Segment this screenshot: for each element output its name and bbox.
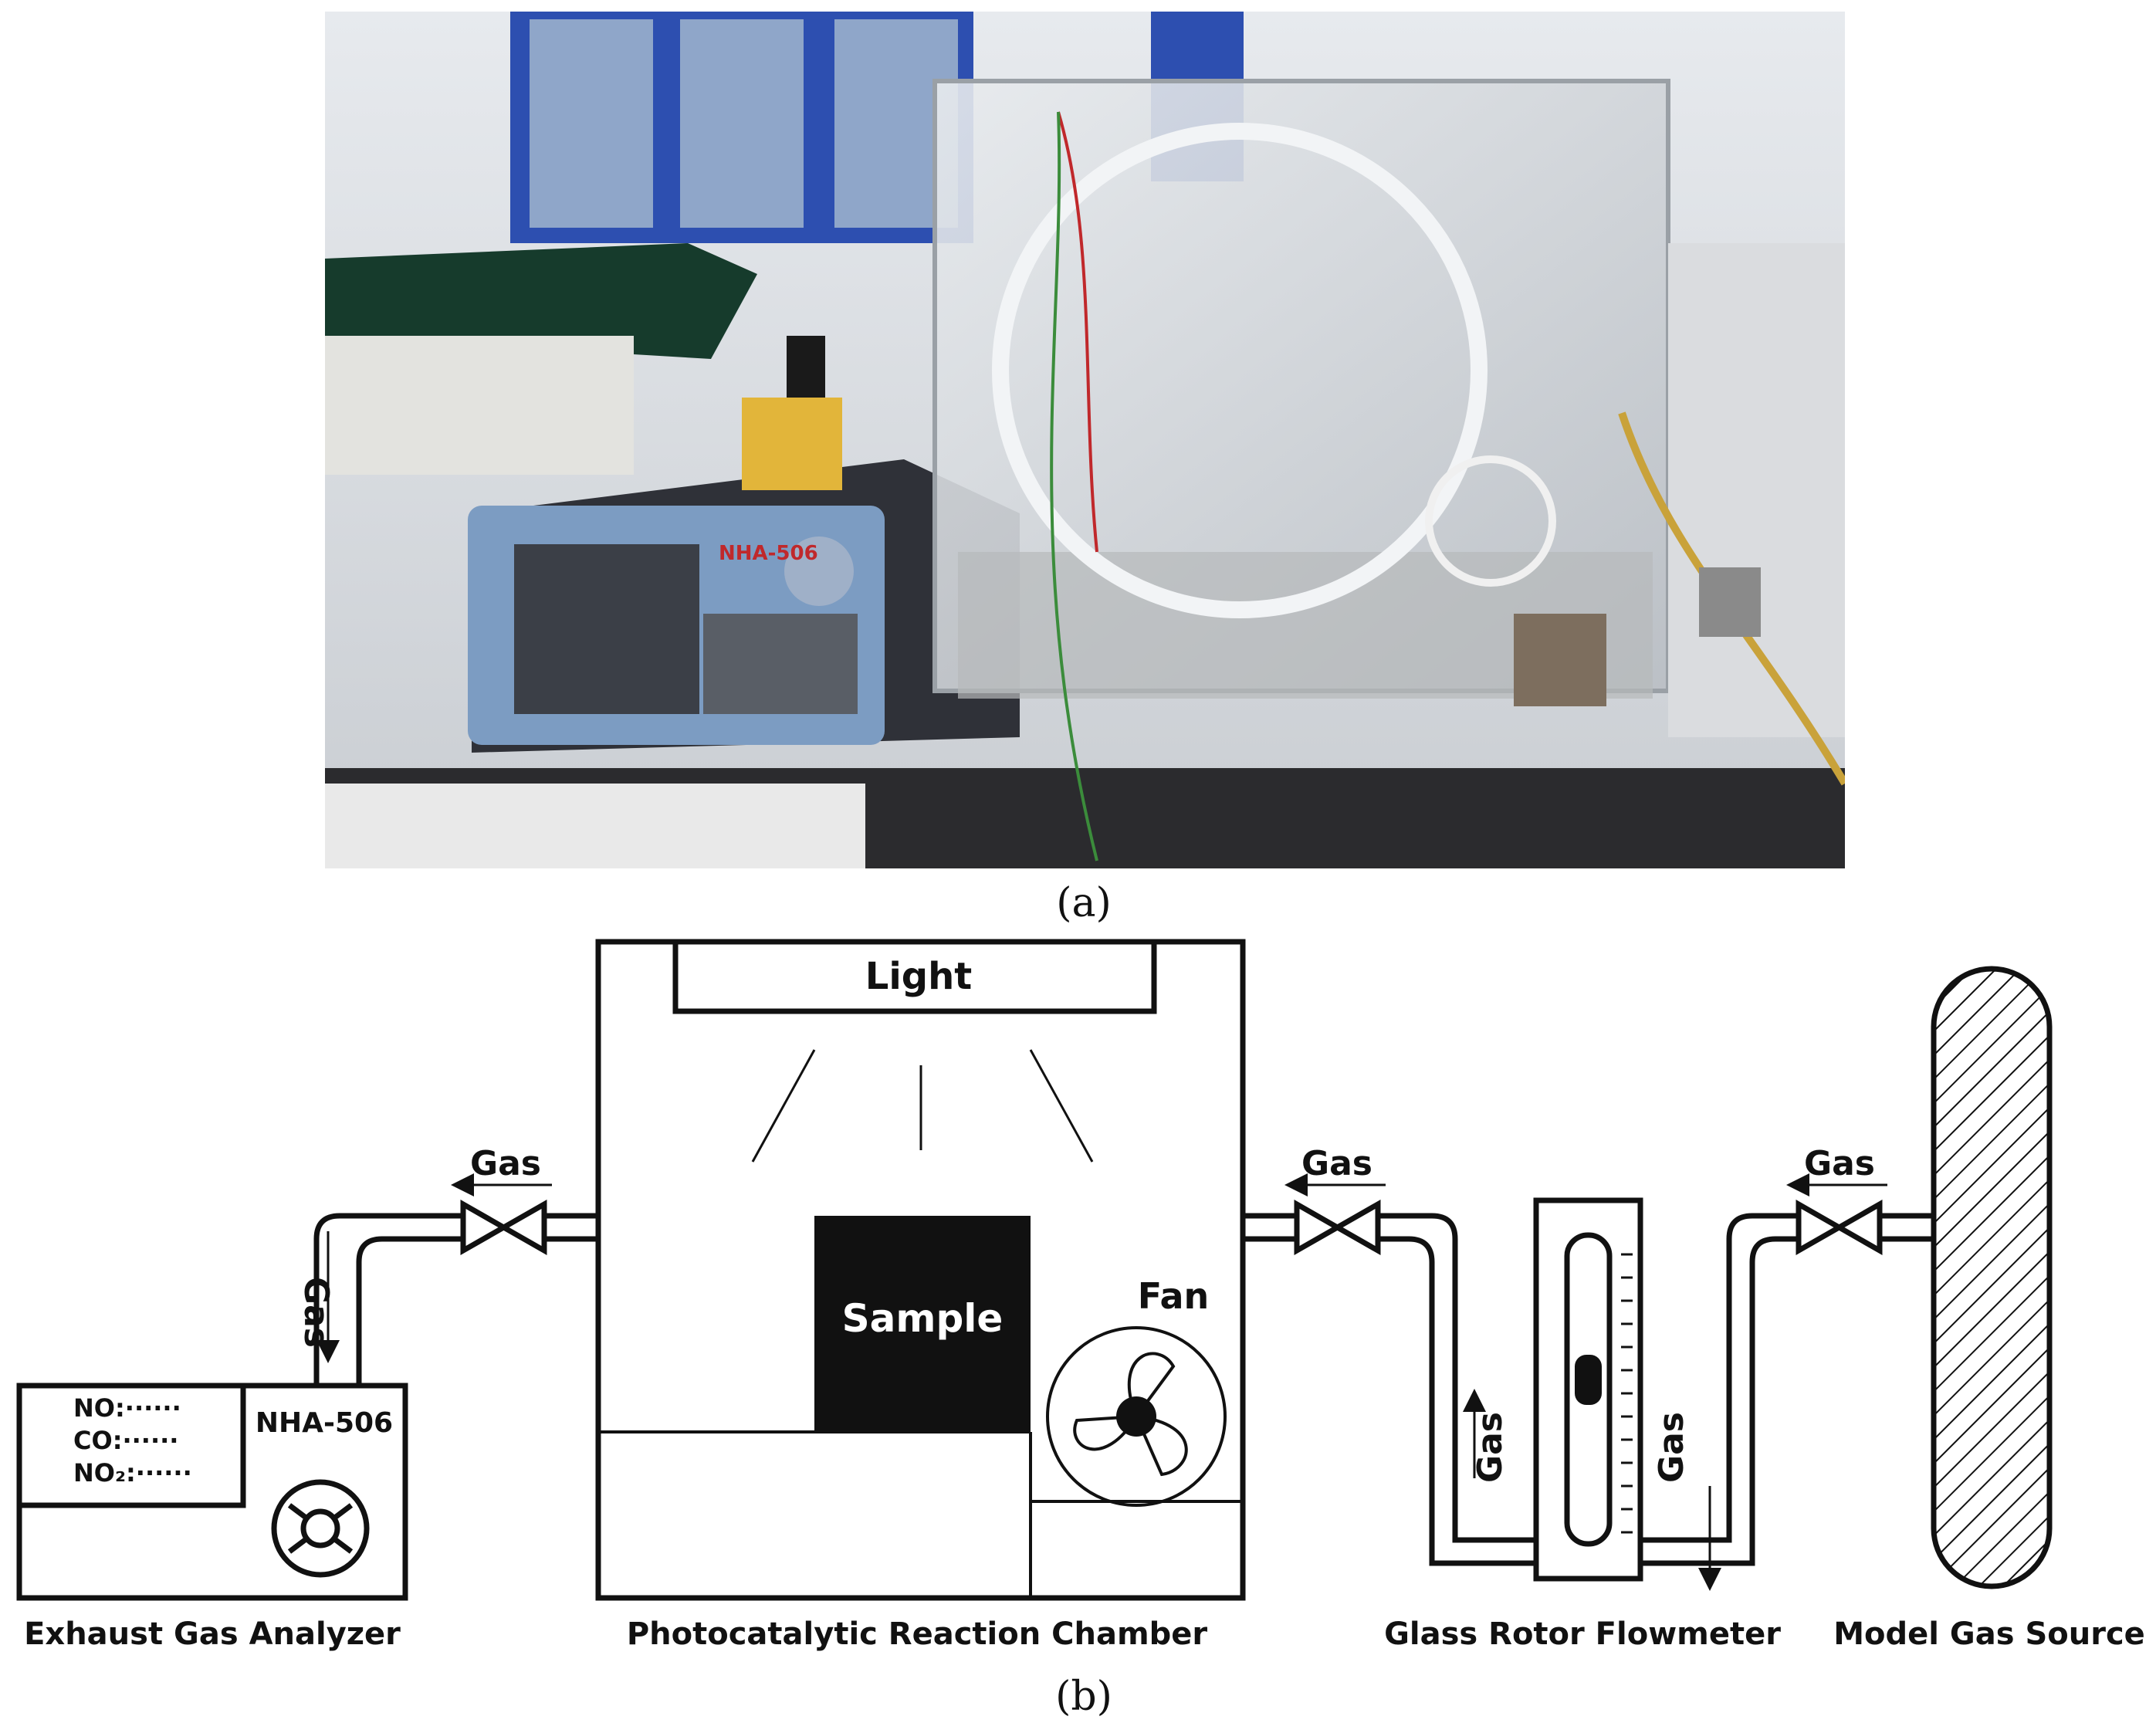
flowmeter-float: [1575, 1355, 1602, 1405]
chamber-label: Photocatalytic Reaction Chamber: [627, 1616, 1208, 1652]
light-label: Light: [865, 955, 973, 998]
reading-no: NO:······: [73, 1393, 181, 1423]
green-cloth: [325, 243, 757, 359]
gas-label-3: Gas: [1804, 1144, 1875, 1183]
gas-label-6: Gas: [1652, 1412, 1691, 1483]
fan-icon: [1046, 1326, 1227, 1507]
analyzer-screen-label: NHA-506: [719, 542, 818, 565]
caption-a: (a): [1056, 880, 1112, 926]
schematic-diagram: Light Sample Fan NO:······ CO:······ NO₂…: [16, 939, 2145, 1652]
analyzer-label: Exhaust Gas Analyzer: [24, 1616, 401, 1652]
analyzer-model-label: NHA-506: [256, 1407, 393, 1439]
pipe-analyzer-to-chamber: [313, 1213, 598, 1386]
reading-no2: NO₂:······: [73, 1458, 192, 1488]
analyzer-readout-box: [16, 1383, 246, 1508]
gas-label-2: Gas: [1301, 1144, 1372, 1183]
glass-rotor-flowmeter: [1533, 1197, 1643, 1582]
valve-3-icon: [1796, 1199, 1883, 1256]
sample-block: [814, 1216, 1031, 1432]
flowmeter-label: Glass Rotor Flowmeter: [1384, 1616, 1781, 1652]
source-label: Model Gas Source: [1833, 1616, 2145, 1652]
yellow-box: [742, 398, 842, 490]
exhaust-gas-analyzer: [16, 1383, 408, 1601]
valve-2-icon: [1294, 1199, 1381, 1256]
light-panel: [672, 939, 1157, 1014]
fan-hub: [1116, 1396, 1156, 1437]
pipe-flowmeter-to-source: [1640, 1213, 1934, 1566]
gas-label-5: Gas: [1471, 1412, 1510, 1483]
analyzer-knob-icon: [271, 1479, 370, 1578]
flowmeter-scale: [1621, 1253, 1633, 1534]
fan-label: Fan: [1138, 1275, 1210, 1317]
caption-b: (b): [1055, 1674, 1112, 1720]
sample-label: Sample: [842, 1296, 1004, 1341]
valve-1-icon: [460, 1199, 547, 1256]
gas-label-1: Gas: [470, 1144, 541, 1183]
exhaust-gas-analyzer-photo: NHA-506: [468, 459, 1020, 753]
gas-label-4: Gas: [296, 1277, 336, 1348]
pipe-chamber-to-flowmeter: [1243, 1213, 1536, 1566]
acrylic-chamber-photo: [932, 79, 1670, 861]
reading-co: CO:······: [73, 1426, 178, 1455]
model-gas-source-cylinder: [1931, 966, 2053, 1589]
lab-setup-photo: NHA-506: [325, 12, 1845, 868]
